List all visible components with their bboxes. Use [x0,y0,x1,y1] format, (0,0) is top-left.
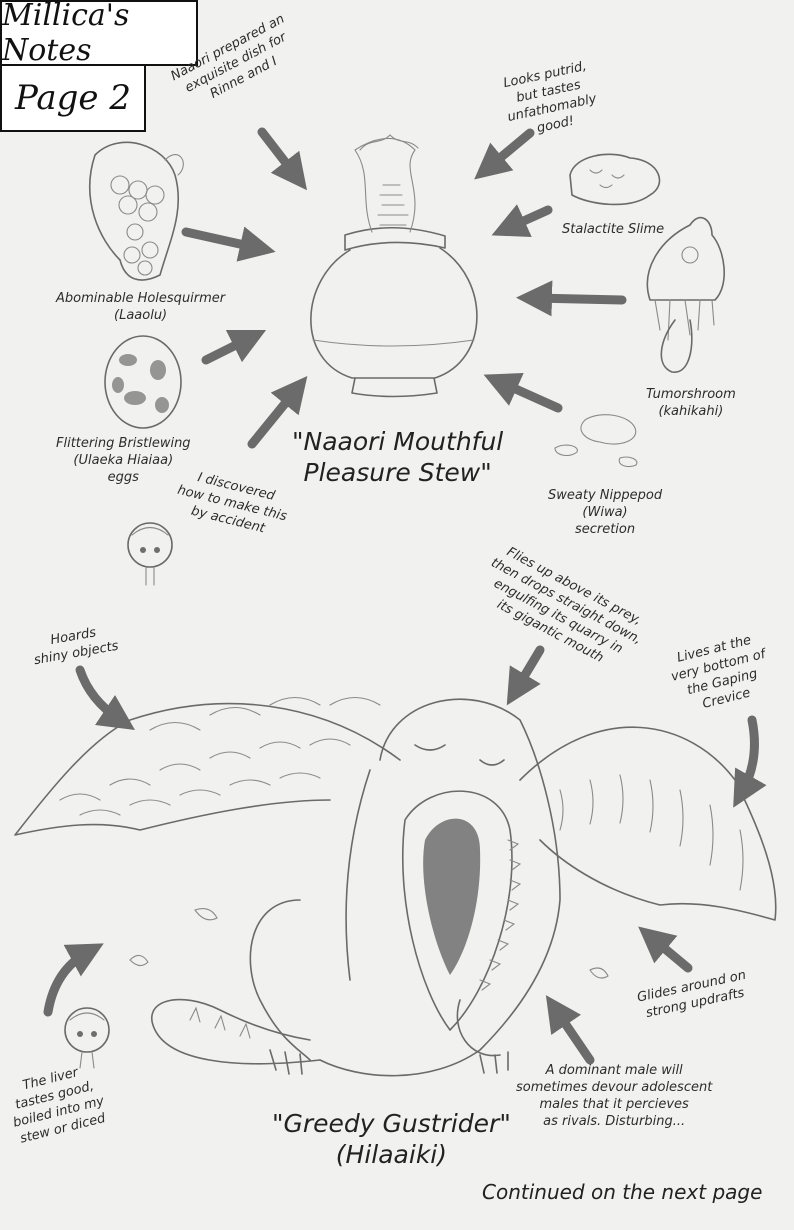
tumorshroom-drawing [646,216,726,373]
label-holesquirmer: Abominable Holesquirmer (Laaolu) [56,291,226,323]
label-stalactite-slime: Stalactite Slime [562,222,665,237]
stew-arrows [181,127,627,449]
label-nippepod-secretion: Sweaty Nippepod (Wiwa) secretion [548,488,663,537]
chibi-face-bottom [64,1007,110,1069]
note-dominant-male: A dominant male will sometimes devour ad… [516,1063,713,1129]
stew-pot-drawing [310,134,478,398]
page-number: Page 2 [0,64,146,132]
gustrider-creature-drawing [14,696,777,1077]
bristlewing-egg-drawing [104,335,182,429]
chibi-face-top [127,522,173,586]
nippepod-secretion-drawing [554,414,638,468]
label-bristlewing-eggs: Flittering Bristlewing (Ulaeka Hiaiaa) e… [56,436,191,485]
notes-title: Millica's Notes [0,0,198,68]
creature-title: "Greedy Gustrider" (Hilaaiki) [272,1109,511,1169]
stalactite-slime-drawing [569,153,661,206]
holesquirmer-drawing [89,141,184,281]
continued-footer: Continued on the next page [482,1180,763,1204]
stew-title: "Naaori Mouthful Pleasure Stew" [292,427,504,487]
creature-arrows [43,645,767,1065]
label-tumorshroom: Tumorshroom (kahikahi) [646,387,736,419]
